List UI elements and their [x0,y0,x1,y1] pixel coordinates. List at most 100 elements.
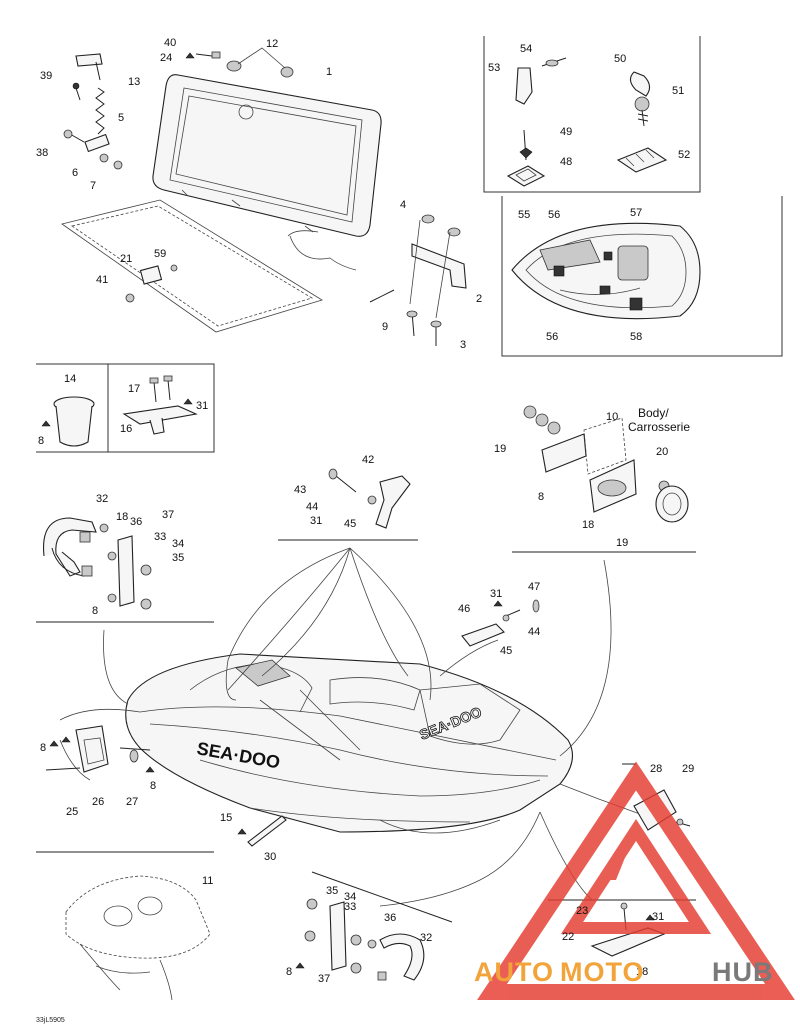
callout-17: 17 [128,383,140,395]
callout-32b: 32 [420,932,432,944]
callout-53: 53 [488,62,500,74]
callout-27: 27 [126,796,138,808]
watermark-triangle-outer [477,761,795,1000]
callout-10: 10 [606,411,618,423]
callout-38: 38 [36,147,48,159]
callout-15: 15 [220,812,232,824]
callout-22: 22 [562,931,574,943]
callout-7: 7 [90,180,96,192]
watermark-text: AUTO MOTO HUB [474,957,774,987]
callout-45b: 45 [500,645,512,657]
callout-51: 51 [672,85,684,97]
body-label-line1: Body/ [638,406,669,420]
callout-47: 47 [528,581,540,593]
callout-18a: 18 [116,511,128,523]
callout-36b: 36 [384,912,396,924]
callout-39: 39 [40,70,52,82]
callout-16: 16 [120,423,132,435]
callout-54: 54 [520,43,532,55]
callout-56b: 56 [546,331,558,343]
callout-37a: 37 [162,509,174,521]
callout-55: 55 [518,209,530,221]
drawing-code: 33jL5905 [36,1017,65,1024]
callout-12: 12 [266,38,278,50]
storage-cover-group [61,47,467,346]
callout-31b: 31 [310,515,322,527]
callout-19b: 19 [616,537,628,549]
callout-18c: 18 [636,966,648,978]
callout-31c: 31 [490,588,502,600]
callout-36a: 36 [130,516,142,528]
watermark-text-hub: HUB [712,957,774,987]
callout-5: 5 [118,112,124,124]
callout-24: 24 [160,52,172,64]
callout-52: 52 [678,149,690,161]
tow-bracket-bottom-group [295,871,453,981]
cleat-box [108,363,215,453]
emblem-group [512,405,696,553]
callout-20: 20 [656,446,668,458]
side-handle-group [461,599,540,647]
callout-58: 58 [630,331,642,343]
callout-35b: 35 [326,885,338,897]
callout-8f: 8 [286,966,292,978]
callout-8e: 8 [538,491,544,503]
callout-50: 50 [614,53,626,65]
callout-11: 11 [202,875,213,887]
callout-31a: 31 [196,400,208,412]
tube-group [237,815,287,847]
callout-14: 14 [64,373,76,385]
callout-28: 28 [650,763,662,775]
cup-holder-box [36,363,109,453]
callout-1: 1 [326,66,332,78]
callout-26: 26 [92,796,104,808]
watermark-spike [600,830,636,880]
watermark [477,761,795,1000]
callout-37b: 37 [318,973,330,985]
callout-6: 6 [72,167,78,179]
rear-grab-group [45,708,155,781]
callout-9: 9 [382,321,388,333]
tow-bracket-group [36,517,214,623]
callout-33a: 33 [154,531,166,543]
callout-56a: 56 [548,209,560,221]
console-group [36,851,214,1001]
boat-top-view-box [501,196,783,357]
callout-48: 48 [560,156,572,168]
callout-4: 4 [400,199,406,211]
callout-8d: 8 [150,780,156,792]
callout-40: 40 [164,37,176,49]
callout-25: 25 [66,806,78,818]
callout-44b: 44 [528,626,540,638]
callout-3: 3 [460,339,466,351]
callout-33b: 33 [344,901,356,913]
fasteners-box [483,36,701,193]
callout-34a: 34 [172,538,184,550]
callout-8c: 8 [40,742,46,754]
callout-44a: 44 [306,501,318,513]
callout-46: 46 [458,603,470,615]
watermark-text-auto: AUTO [474,957,554,987]
callout-19a: 19 [494,443,506,455]
callout-23: 23 [576,905,588,917]
callout-30: 30 [264,851,276,863]
callout-43: 43 [294,484,306,496]
callout-59: 59 [154,248,166,260]
callout-34b: 34 [344,891,356,903]
callout-13: 13 [128,76,140,88]
callout-29: 29 [682,763,694,775]
handle-group [278,468,418,541]
callout-57: 57 [630,207,642,219]
callout-18b: 18 [582,519,594,531]
callout-49: 49 [560,126,572,138]
callout-41: 41 [96,274,108,286]
callout-21: 21 [120,253,132,265]
hull-drawing [103,547,641,907]
callout-8b: 8 [92,605,98,617]
callout-2: 2 [476,293,482,305]
callout-8a: 8 [38,435,44,447]
callout-35a: 35 [172,552,184,564]
callout-31d: 31 [652,911,664,923]
callout-42: 42 [362,454,374,466]
